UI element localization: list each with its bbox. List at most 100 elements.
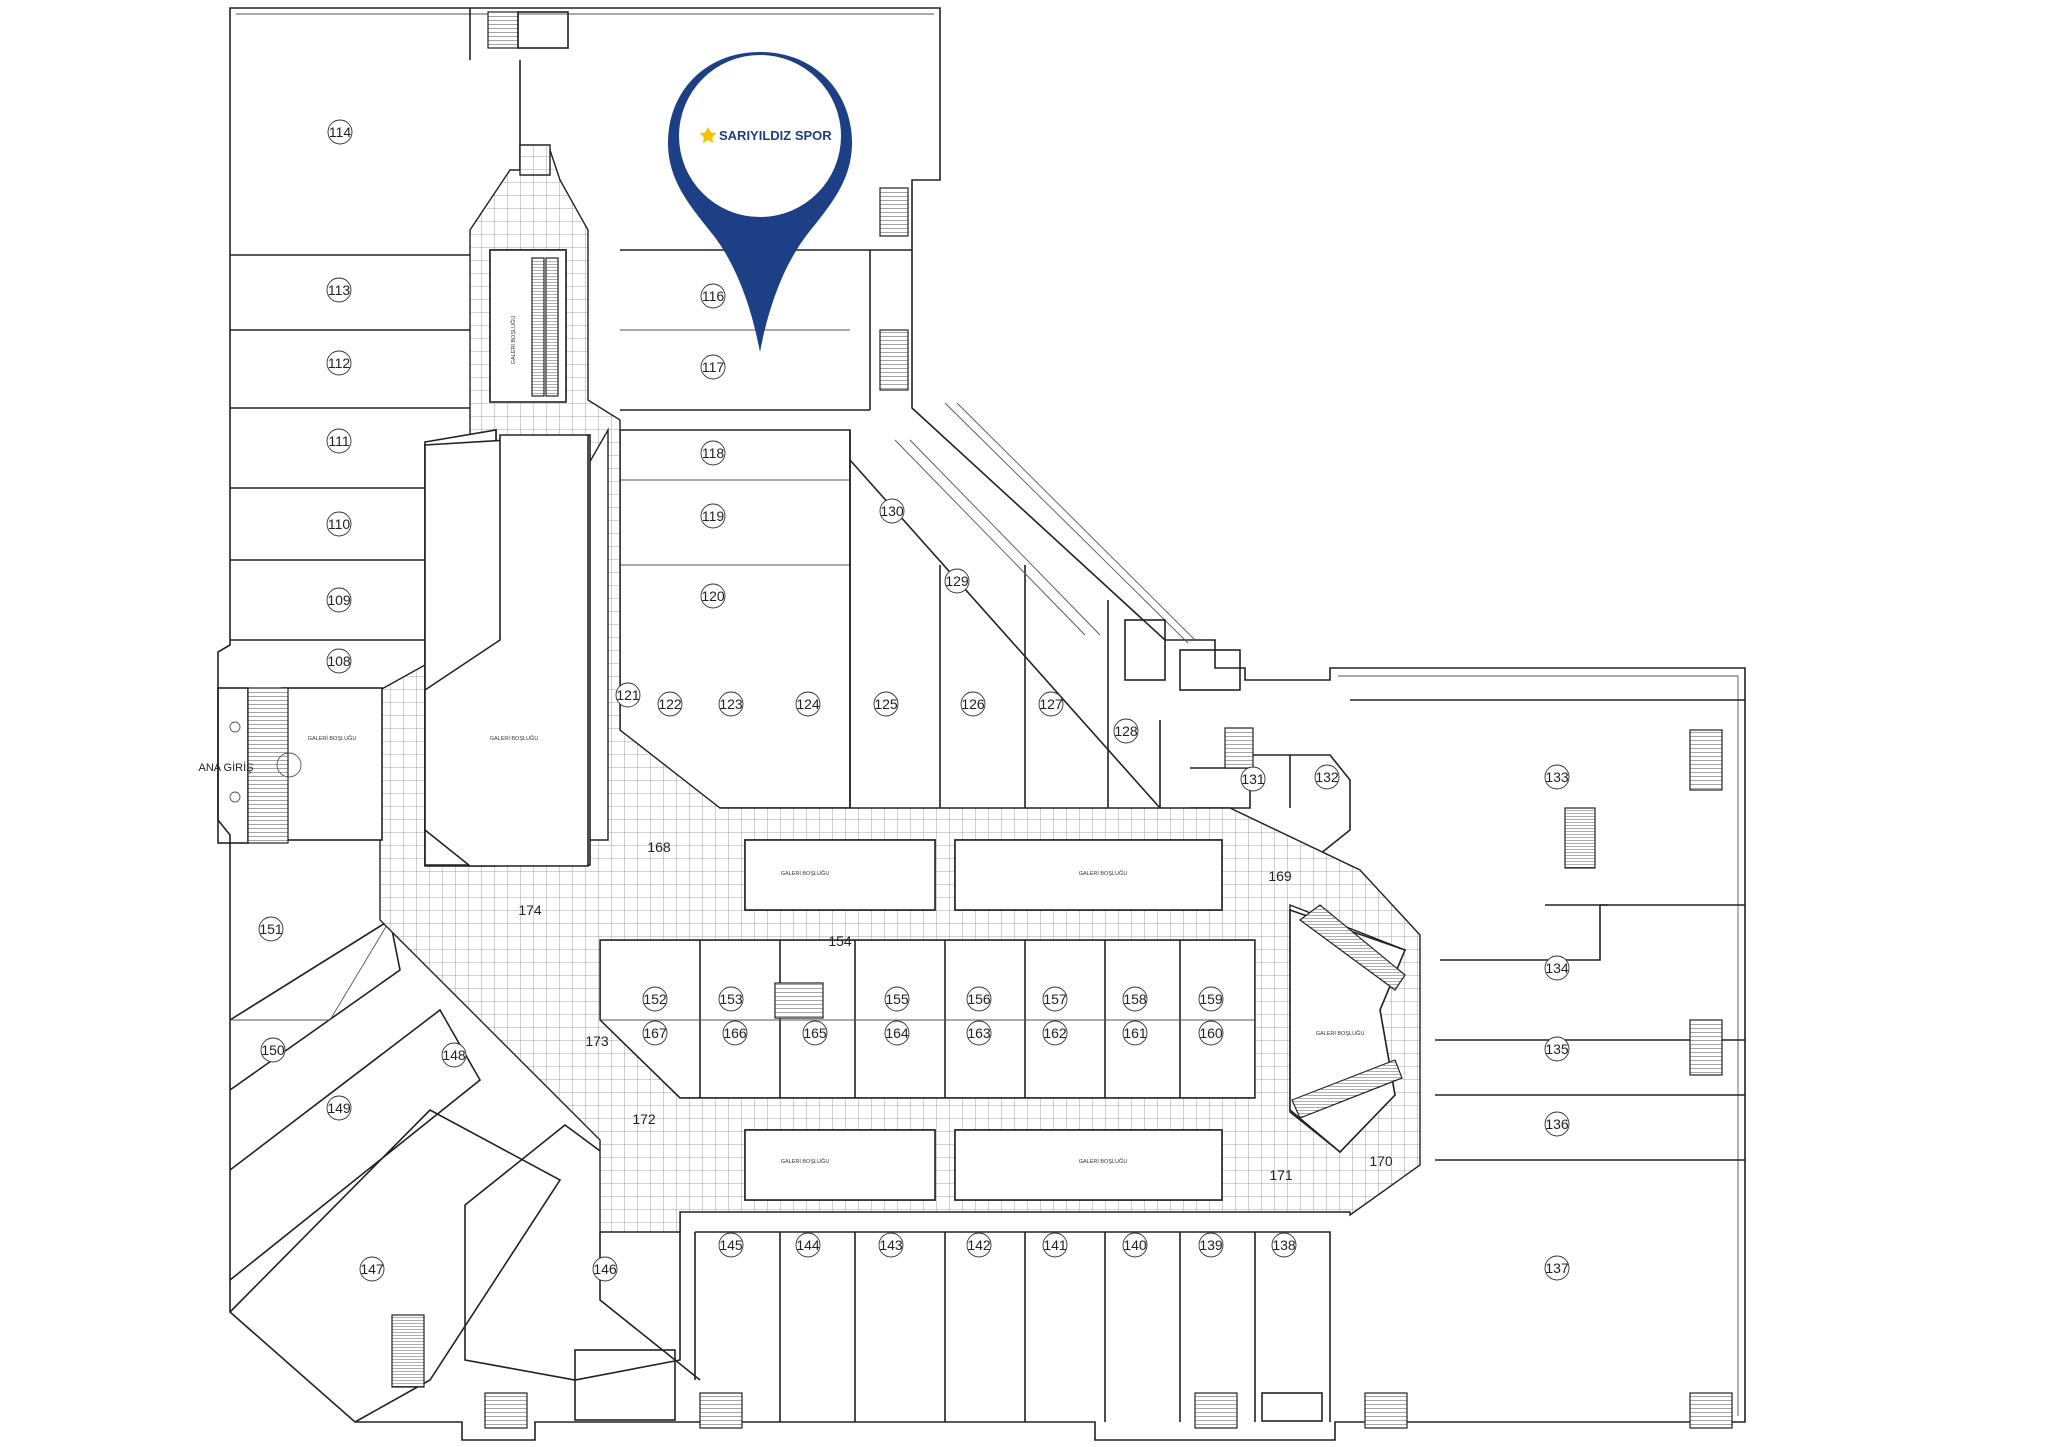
- unit-number-172[interactable]: 172: [632, 1111, 656, 1127]
- unit-number-110[interactable]: 110: [328, 516, 351, 532]
- entrance-label: ANA GİRİŞ: [198, 761, 253, 774]
- unit-marker: [1271, 1232, 1297, 1258]
- central-void: [424, 434, 589, 867]
- unit-number-169[interactable]: 169: [1268, 868, 1292, 884]
- unit-marker: [441, 1042, 467, 1068]
- unit-marker: [1544, 955, 1570, 981]
- unit-marker: [326, 1095, 352, 1121]
- unit-marker: [657, 691, 683, 717]
- unit-marker: [326, 428, 352, 454]
- unit-number-154[interactable]: 154: [828, 933, 852, 949]
- unit-number-125[interactable]: 125: [874, 696, 898, 712]
- unit-number-167[interactable]: 167: [643, 1025, 667, 1041]
- unit-number-152[interactable]: 152: [643, 991, 667, 1007]
- unit-number-134[interactable]: 134: [1545, 960, 1569, 976]
- unit-number-118[interactable]: 118: [702, 445, 725, 461]
- unit-number-139[interactable]: 139: [1199, 1237, 1223, 1253]
- unit-number-117[interactable]: 117: [702, 359, 725, 375]
- unit-marker: [718, 986, 744, 1012]
- unit-number-168[interactable]: 168: [647, 839, 671, 855]
- unit-marker: [592, 1256, 618, 1282]
- unit-number-122[interactable]: 122: [658, 696, 682, 712]
- unit-number-130[interactable]: 130: [880, 503, 904, 519]
- unit-number-126[interactable]: 126: [961, 696, 985, 712]
- unit-number-128[interactable]: 128: [1114, 723, 1138, 739]
- unit-marker: [722, 1020, 748, 1046]
- unit-number-166[interactable]: 166: [723, 1025, 747, 1041]
- unit-marker: [258, 916, 284, 942]
- unit-number-157[interactable]: 157: [1043, 991, 1067, 1007]
- unit-number-146[interactable]: 146: [593, 1261, 617, 1277]
- unit-marker: [966, 1232, 992, 1258]
- stairs-and-escalators: [391, 11, 1733, 1429]
- unit-number-111[interactable]: 111: [328, 433, 349, 449]
- unit-marker: [326, 350, 352, 376]
- unit-marker: [873, 691, 899, 717]
- unit-number-113[interactable]: 113: [328, 282, 351, 298]
- main-entrance: [217, 687, 302, 844]
- unit-number-162[interactable]: 162: [1043, 1025, 1067, 1041]
- unit-number-159[interactable]: 159: [1199, 991, 1223, 1007]
- unit-number-143[interactable]: 143: [879, 1237, 903, 1253]
- unit-number-156[interactable]: 156: [967, 991, 991, 1007]
- building-outline: [217, 7, 1746, 1441]
- unit-number-127[interactable]: 127: [1039, 696, 1063, 712]
- unit-number-165[interactable]: 165: [803, 1025, 827, 1041]
- unit-number-141[interactable]: 141: [1043, 1237, 1067, 1253]
- unit-marker: [615, 682, 641, 708]
- unit-number-123[interactable]: 123: [719, 696, 743, 712]
- unit-marker: [1544, 1036, 1570, 1062]
- unit-number-158[interactable]: 158: [1123, 991, 1147, 1007]
- unit-marker: [1042, 986, 1068, 1012]
- unit-number-136[interactable]: 136: [1545, 1116, 1569, 1132]
- unit-number-164[interactable]: 164: [885, 1025, 909, 1041]
- unit-number-133[interactable]: 133: [1545, 769, 1569, 785]
- unit-number-149[interactable]: 149: [327, 1100, 351, 1116]
- unit-number-112[interactable]: 112: [328, 355, 351, 371]
- unit-number-132[interactable]: 132: [1315, 769, 1339, 785]
- unit-number-124[interactable]: 124: [796, 696, 820, 712]
- unit-marker: [326, 511, 352, 537]
- unit-number-120[interactable]: 120: [701, 588, 725, 604]
- unit-number-144[interactable]: 144: [796, 1237, 820, 1253]
- void-label-entrance: GALERİ BOŞLUĞU: [308, 735, 357, 742]
- unit-number-153[interactable]: 153: [719, 991, 743, 1007]
- unit-number-131[interactable]: 131: [1241, 771, 1265, 787]
- unit-number-163[interactable]: 163: [967, 1025, 991, 1041]
- unit-marker: [878, 1232, 904, 1258]
- unit-number-129[interactable]: 129: [945, 573, 969, 589]
- unit-number-142[interactable]: 142: [967, 1237, 991, 1253]
- unit-number-138[interactable]: 138: [1272, 1237, 1296, 1253]
- unit-number-140[interactable]: 140: [1123, 1237, 1147, 1253]
- unit-number-147[interactable]: 147: [360, 1261, 384, 1277]
- unit-marker: [642, 1020, 668, 1046]
- void-label-lower-left: GALERİ BOŞLUĞU: [781, 1158, 830, 1165]
- unit-number-114[interactable]: 114: [329, 124, 352, 140]
- unit-number-160[interactable]: 160: [1199, 1025, 1223, 1041]
- unit-number-155[interactable]: 155: [885, 991, 909, 1007]
- unit-marker: [642, 986, 668, 1012]
- unit-marker: [326, 587, 352, 613]
- unit-number-109[interactable]: 109: [327, 592, 351, 608]
- unit-number-151[interactable]: 151: [259, 921, 283, 937]
- unit-number-145[interactable]: 145: [719, 1237, 743, 1253]
- store-name: SARIYILDIZ SPOR: [719, 128, 832, 143]
- unit-number-161[interactable]: 161: [1123, 1025, 1147, 1041]
- unit-marker: [700, 503, 726, 529]
- unit-number-121[interactable]: 121: [616, 687, 640, 703]
- unit-number-108[interactable]: 108: [327, 653, 351, 669]
- unit-number-116[interactable]: 116: [702, 288, 725, 304]
- unit-marker: [1198, 1020, 1224, 1046]
- unit-number-119[interactable]: 119: [702, 508, 725, 524]
- unit-number-137[interactable]: 137: [1545, 1260, 1569, 1276]
- unit-marker: [1042, 1020, 1068, 1046]
- unit-number-150[interactable]: 150: [261, 1042, 285, 1058]
- store-location-marker[interactable]: SARIYILDIZ SPOR: [668, 52, 852, 352]
- unit-number-171[interactable]: 171: [1269, 1167, 1293, 1183]
- unit-number-135[interactable]: 135: [1545, 1041, 1569, 1057]
- unit-number-173[interactable]: 173: [585, 1033, 609, 1049]
- unit-number-170[interactable]: 170: [1369, 1153, 1393, 1169]
- unit-marker: [966, 1020, 992, 1046]
- unit-number-148[interactable]: 148: [442, 1047, 466, 1063]
- unit-number-174[interactable]: 174: [518, 902, 542, 918]
